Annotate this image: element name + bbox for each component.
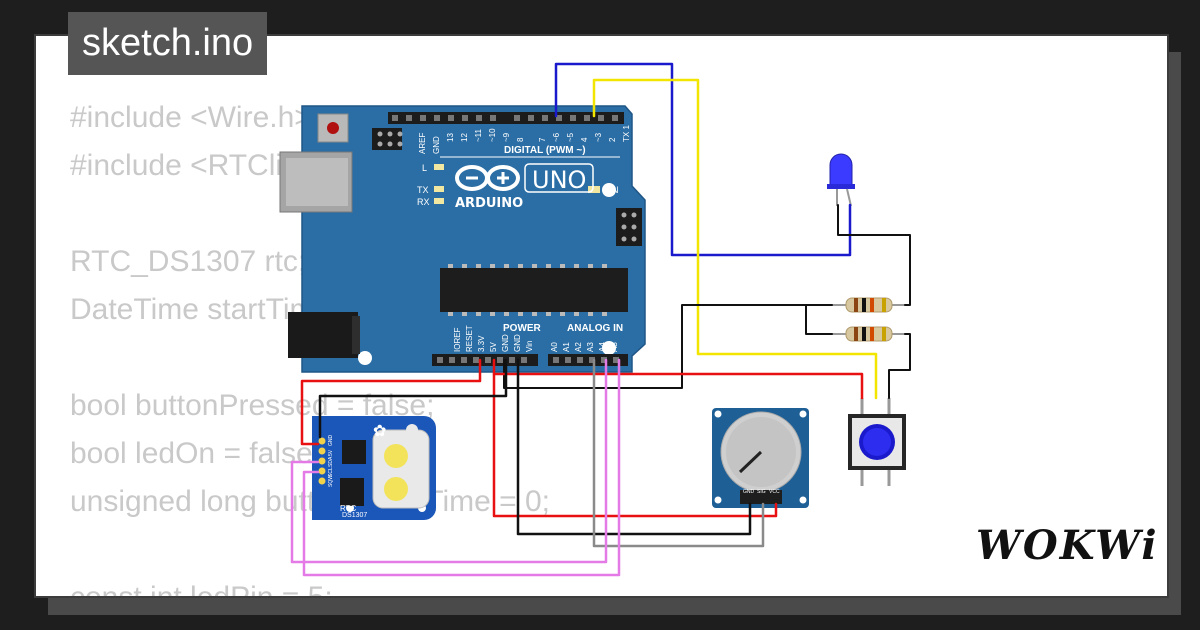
wire-red[interactable] [492, 372, 778, 518]
pin-label: 8 [516, 137, 525, 142]
pin-label: RX 0 [636, 124, 645, 142]
led-tx [434, 186, 444, 192]
wire-blue[interactable] [554, 62, 852, 257]
arduino-infinity-logo [455, 165, 520, 191]
icsp-header [372, 128, 403, 150]
pin-label: 13 [446, 133, 455, 142]
led-l [434, 164, 444, 170]
code-line: const int ledPin = 5; [70, 581, 333, 598]
resistor-2[interactable] [832, 326, 905, 342]
wire-red[interactable] [300, 358, 482, 446]
rtc-pin-label: GND [328, 435, 334, 447]
led-on [588, 186, 600, 193]
brand-name: ARDUINO [455, 196, 523, 211]
pin-label: GND [501, 334, 510, 352]
pin-label: TX 1 [622, 125, 631, 142]
pin-label: AREF [418, 133, 427, 154]
rtc-ds1307-module[interactable]: DS1307 RTC ✿ GND 5V SDA SCL SQW [312, 415, 440, 520]
code-line: RTC_DS1307 rtc; [70, 245, 307, 278]
blue-led[interactable] [827, 153, 855, 207]
pin-label: A4 [598, 342, 607, 352]
pin-label: ~6 [552, 132, 561, 142]
led-rx [434, 198, 444, 204]
pin-label: ~9 [502, 132, 511, 142]
pot-knob-pointer [738, 450, 763, 474]
resistor-1[interactable] [832, 297, 905, 313]
wire-pink[interactable] [290, 358, 608, 564]
pin-label: A5 [610, 342, 619, 352]
wire-pink[interactable] [302, 358, 621, 577]
wire-black[interactable] [805, 304, 833, 335]
icsp2-header [616, 208, 642, 246]
code-line: bool ledOn = false; [70, 437, 322, 470]
pin-label: RESET [465, 325, 474, 352]
led-label-tx: TX [417, 185, 429, 195]
rtc-pin-label: SDA [328, 456, 334, 467]
wire-red[interactable] [492, 358, 864, 400]
file-tab[interactable]: sketch.ino [68, 12, 268, 75]
pot-pin-label: VCC [769, 489, 780, 495]
wokwi-logo: WOKWi [976, 522, 1159, 569]
power-label: POWER [503, 323, 542, 334]
potentiometer[interactable]: GND SIG VCC [712, 408, 809, 508]
pin-label: ~3 [594, 132, 603, 142]
digital-label: DIGITAL (PWM ~) [504, 145, 586, 156]
rtc-chip-label: DS1307 [342, 512, 367, 519]
mount-hole [602, 341, 616, 355]
star-icon: ✿ [373, 421, 386, 440]
rtc-pin-label: SQW [328, 475, 334, 487]
pin-label: ~5 [566, 132, 575, 142]
pin-label: IOREF [453, 327, 462, 352]
wire-yellow[interactable] [592, 78, 878, 400]
pin-label: GND [432, 136, 441, 154]
pin-label: A3 [586, 342, 595, 352]
pin-label: 7 [538, 137, 547, 142]
led-label-l: L [422, 163, 427, 173]
rtc-title: RTC [340, 504, 357, 513]
code-line: #include <Wire.h> [70, 101, 312, 134]
pin-label: A0 [550, 342, 559, 352]
model-box [524, 163, 594, 193]
model-name: UNO [532, 166, 586, 194]
mount-hole [602, 183, 616, 197]
wire-black[interactable] [888, 333, 911, 399]
pin-label: GND [513, 334, 522, 352]
pot-pin-label: SIG [757, 489, 766, 495]
pin-label: ~10 [488, 128, 497, 142]
rtc-pin-label: SCL [328, 467, 334, 477]
pot-pin-label: GND [743, 489, 755, 495]
pin-label: 12 [460, 133, 469, 142]
pin-label: ~11 [474, 128, 483, 142]
mount-hole [358, 351, 372, 365]
pin-label: 4 [580, 137, 589, 142]
wire-black[interactable] [503, 304, 807, 389]
wire-black[interactable] [837, 204, 911, 306]
led-label-rx: RX [417, 197, 430, 207]
wire-gray[interactable] [592, 358, 765, 548]
pin-label: A1 [562, 342, 571, 352]
atmega-chip [440, 268, 628, 312]
rtc-pin-label: 5V [328, 449, 334, 456]
pin-label: 2 [608, 137, 617, 142]
pin-label: 5V [489, 342, 498, 352]
led-label-on: ON [605, 185, 619, 195]
pin-label: A2 [574, 342, 583, 352]
pin-label: 3.3V [477, 335, 486, 352]
power-jack [288, 312, 358, 358]
analog-label: ANALOG IN [567, 323, 623, 334]
wire-black[interactable] [318, 358, 508, 439]
digital-header [388, 112, 624, 124]
push-button[interactable] [848, 398, 906, 486]
reset-button-cap [327, 122, 339, 134]
arduino-uno-board[interactable]: AREF GND 13 12 ~11 ~10 ~9 8 7 ~6 ~5 4 ~3… [279, 105, 646, 373]
wires [290, 62, 911, 577]
wire-black[interactable] [516, 358, 752, 536]
pin-label: Vin [525, 341, 534, 352]
